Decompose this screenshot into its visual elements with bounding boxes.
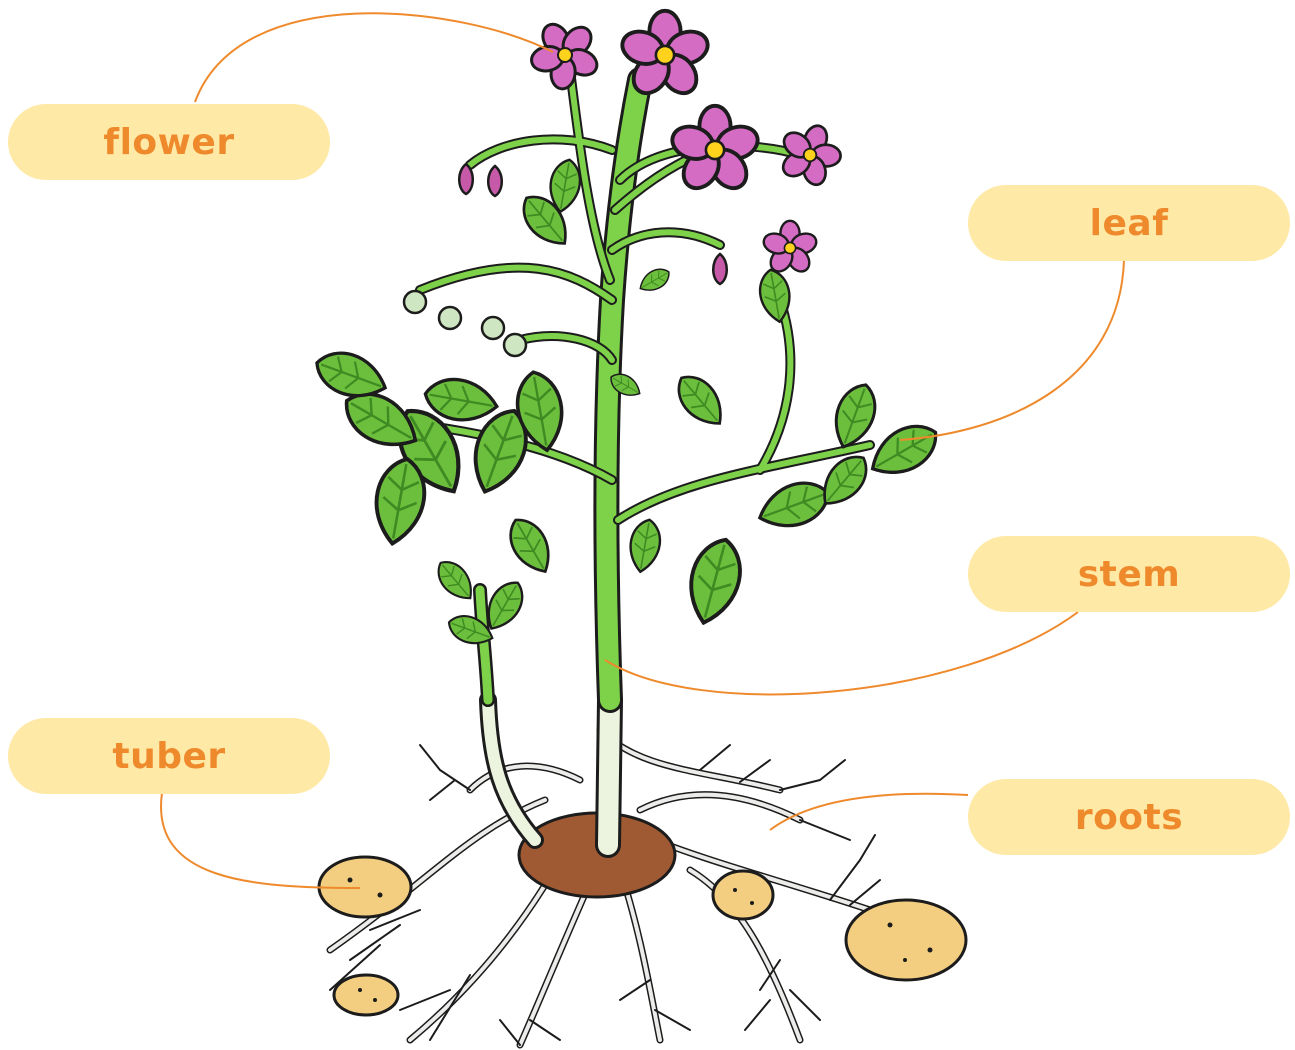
flower-label: flower xyxy=(8,104,330,180)
stem-leader-line xyxy=(605,612,1078,694)
flower-leader-line xyxy=(195,13,553,102)
roots-leader-line xyxy=(770,794,968,830)
roots-label: roots xyxy=(968,779,1290,855)
tuber-label: tuber xyxy=(8,718,330,794)
leaf-leader-line xyxy=(900,260,1124,440)
leaf-label: leaf xyxy=(968,185,1290,261)
stem-label: stem xyxy=(968,536,1290,612)
